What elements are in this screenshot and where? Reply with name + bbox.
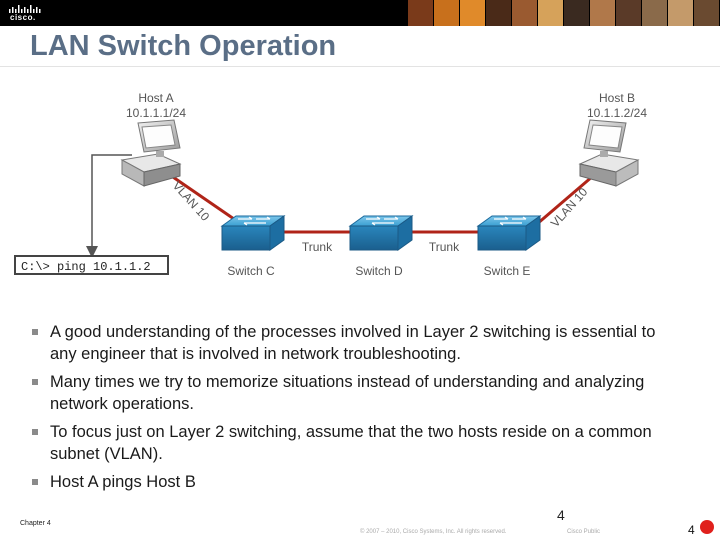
bullet-item: A good understanding of the processes in…	[30, 321, 670, 365]
ping-command-box: C:\> ping 10.1.1.2	[14, 255, 169, 275]
bullet-item: To focus just on Layer 2 switching, assu…	[30, 421, 670, 465]
header-photo-cell	[460, 0, 485, 26]
header-photo-cell	[642, 0, 667, 26]
bullet-text: Many times we try to memorize situations…	[50, 373, 645, 413]
header-photo-cell	[486, 0, 511, 26]
trunk-left-label: Trunk	[302, 240, 333, 254]
bullet-item: Many times we try to memorize situations…	[30, 371, 670, 415]
ping-arrow	[86, 154, 132, 258]
cisco-logo: cisco.	[8, 4, 44, 22]
header-photo-cell	[590, 0, 615, 26]
footer-classification: Cisco Public	[567, 529, 601, 535]
host-a-ip: 10.1.1.1/24	[126, 106, 186, 120]
vlan-link-right	[529, 168, 601, 232]
cisco-bars-icon	[9, 5, 41, 13]
footer-copyright: © 2007 – 2010, Cisco Systems, Inc. All r…	[360, 529, 507, 535]
logo-text: cisco.	[10, 13, 36, 22]
header-photo-cell	[538, 0, 563, 26]
host-a-pc-icon	[120, 119, 182, 187]
switch-d-label: Switch D	[355, 264, 403, 278]
bullet-square-icon	[32, 429, 38, 435]
bullet-square-icon	[32, 479, 38, 485]
host-a-label: Host A	[138, 91, 173, 105]
host-b-label: Host B	[599, 91, 635, 105]
host-b-pc-icon	[578, 119, 640, 187]
page-number-center: 4	[557, 507, 565, 523]
switch-c-icon	[220, 215, 286, 251]
footer-chapter: Chapter 4	[20, 520, 51, 527]
bullet-list: A good understanding of the processes in…	[30, 321, 670, 499]
header-photo-cell	[512, 0, 537, 26]
bullet-square-icon	[32, 379, 38, 385]
header-photo-cell	[434, 0, 459, 26]
header-photo-cell	[564, 0, 589, 26]
bullet-text: Host A pings Host B	[50, 473, 196, 491]
switch-e-label: Switch E	[484, 264, 531, 278]
title-divider	[0, 66, 720, 67]
header-bar: cisco.	[0, 0, 720, 26]
header-photo-strip	[408, 0, 719, 26]
bullet-text: To focus just on Layer 2 switching, assu…	[50, 423, 652, 463]
slide-title: LAN Switch Operation	[30, 30, 337, 62]
header-photo-cell	[668, 0, 693, 26]
switch-e-icon	[476, 215, 542, 251]
network-diagram: Host A 10.1.1.1/24 Host B 10.1.1.2/24 VL…	[86, 91, 647, 278]
host-b-ip: 10.1.1.2/24	[587, 106, 647, 120]
page-number-right: 4	[688, 523, 695, 537]
header-photo-cell	[408, 0, 433, 26]
red-dot-icon	[700, 520, 714, 534]
bullet-square-icon	[32, 329, 38, 335]
switch-c-label: Switch C	[227, 264, 275, 278]
header-photo-cell	[694, 0, 719, 26]
header-photo-cell	[616, 0, 641, 26]
bullet-item: Host A pings Host B	[30, 471, 670, 493]
trunk-right-label: Trunk	[429, 240, 460, 254]
switch-d-icon	[348, 215, 414, 251]
bullet-text: A good understanding of the processes in…	[50, 323, 656, 363]
